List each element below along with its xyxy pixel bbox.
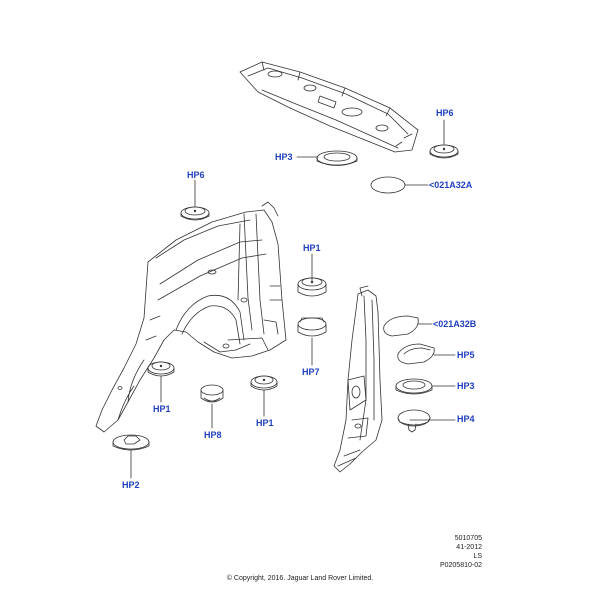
grommet-hp2 [112, 434, 150, 451]
leader-lines [130, 119, 456, 479]
callout-021a32b: <021A32B [433, 319, 477, 329]
callout-hp7: HP7 [302, 367, 320, 377]
plug-hp6-right [429, 144, 459, 159]
callout-hp5: HP5 [457, 350, 475, 360]
callout-hp8: HP8 [204, 430, 222, 440]
plug-hp1-center [297, 277, 327, 297]
callout-hp2: HP2 [122, 480, 140, 490]
grommet-hp3-right [395, 378, 433, 395]
callout-hp1-center: HP1 [303, 243, 321, 253]
d-pillar-panel-right [333, 285, 383, 473]
reference-line-2: 41-2012 [456, 544, 482, 551]
reference-block: 5010705 41-2012 LS P0205810-02 [440, 534, 482, 570]
reference-line-4: P0205810-02 [439, 562, 482, 569]
grommet-hp3-top [316, 150, 358, 166]
pad-021a32b [383, 315, 419, 337]
plug-hp7 [297, 317, 327, 337]
plug-hp4 [397, 409, 431, 433]
callout-021a32a: <021A32A [429, 180, 473, 190]
quarter-panel-left [95, 201, 287, 433]
pad-hp5 [397, 343, 435, 365]
callout-hp6-left: HP6 [187, 170, 205, 180]
plug-hp1-bottom [250, 375, 278, 391]
callout-hp1-left: HP1 [153, 404, 171, 414]
copyright-notice: © Copyright, 2016. Jaguar Land Rover Lim… [226, 575, 374, 582]
callout-hp6-right: HP6 [436, 108, 454, 118]
pad-021a32a [370, 176, 406, 194]
roof-crossmember-panel [239, 61, 419, 153]
plug-hp6-left [180, 206, 210, 221]
plug-hp1-left [147, 361, 175, 377]
callout-hp3-top: HP3 [275, 152, 293, 162]
reference-line-3: LS [473, 553, 482, 560]
reference-line-1: 5010705 [454, 535, 482, 542]
callout-hp4: HP4 [457, 414, 475, 424]
callout-hp1-bottom: HP1 [256, 418, 274, 428]
callout-hp3-right: HP3 [457, 381, 475, 391]
plug-hp8 [200, 384, 224, 403]
